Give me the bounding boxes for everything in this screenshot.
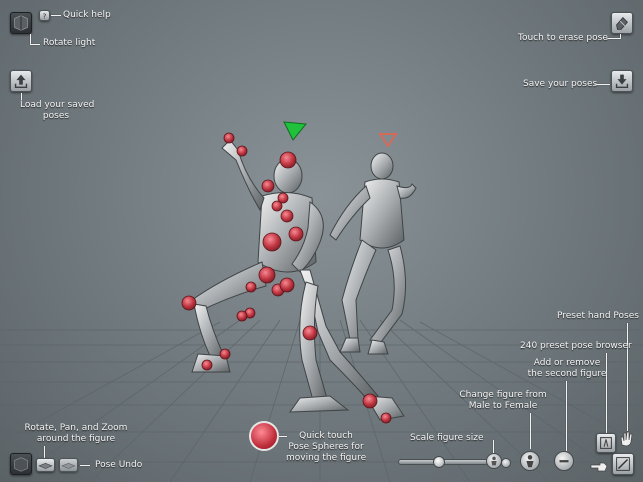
pose-browser-button[interactable]	[596, 433, 616, 453]
rotate-pan-pointer	[44, 446, 45, 458]
rotate-light-button[interactable]	[10, 12, 32, 34]
erase-pose-pointer-h	[606, 38, 621, 39]
save-poses-pointer	[594, 84, 610, 85]
preset-hand-pointer	[627, 323, 628, 431]
preset-hand-label: Preset hand Poses	[557, 311, 639, 321]
light-cube-icon	[14, 15, 28, 31]
hand-icon	[620, 431, 633, 447]
pose-browser-label: 240 preset pose browser	[520, 341, 632, 351]
active-figure-marker	[283, 121, 307, 141]
save-poses-button[interactable]	[611, 70, 633, 92]
pan-button[interactable]	[36, 458, 55, 472]
quick-touch-label-2: Pose Spheres for	[288, 442, 364, 452]
quick-touch-pointer	[279, 436, 287, 437]
scale-figure-icon[interactable]	[486, 453, 502, 469]
hand-left-button[interactable]	[590, 458, 608, 474]
pose-undo-button[interactable]	[59, 458, 78, 472]
camera-mode-button[interactable]	[612, 453, 634, 475]
rotate-pan-label-2: around the figure	[36, 434, 116, 444]
add-remove-figure-button[interactable]	[554, 451, 574, 471]
layers-icon	[38, 463, 53, 469]
erase-pose-pointer-v	[620, 34, 621, 38]
pointing-hand-icon	[590, 462, 608, 472]
main-figure	[191, 139, 405, 421]
quick-help-label: Quick help	[63, 10, 111, 20]
pose-undo-pointer	[80, 465, 90, 466]
hand-poses-button[interactable]	[617, 429, 635, 447]
inactive-figure-marker	[378, 133, 398, 148]
minus-icon	[559, 460, 569, 463]
quick-help-pointer	[51, 15, 61, 16]
change-figure-label-1: Change figure from	[459, 390, 547, 400]
download-arrow-icon	[615, 74, 629, 89]
load-poses-button[interactable]	[10, 70, 32, 92]
question-mark-icon: ?	[43, 11, 47, 20]
camera-cube-icon	[14, 457, 28, 472]
add-remove-label-2: the second figure	[527, 369, 607, 379]
svg-text:?: ?	[43, 11, 47, 20]
pose-spheres	[181, 132, 392, 424]
load-poses-label-2: poses	[42, 111, 70, 121]
scale-size-label: Scale figure size	[410, 433, 484, 443]
load-poses-label-1: Load your saved	[20, 100, 95, 110]
change-figure-pointer	[530, 413, 531, 449]
quick-touch-label-1: Quick touch	[299, 431, 353, 441]
load-poses-pointer	[21, 93, 22, 100]
add-remove-label-1: Add or remove	[533, 358, 601, 368]
rotate-light-label: Rotate light	[43, 38, 96, 48]
eraser-icon	[616, 17, 628, 30]
scale-size-pointer	[493, 440, 494, 453]
save-poses-label: Save your poses	[523, 79, 598, 89]
erase-pose-button[interactable]	[611, 12, 633, 34]
change-figure-button[interactable]	[520, 451, 540, 471]
scale-slider-knob[interactable]	[433, 456, 446, 468]
second-figure	[329, 152, 417, 355]
rotate-pan-label-1: Rotate, Pan, and Zoom	[24, 423, 128, 433]
camera-icon	[616, 457, 630, 471]
undo-icon	[61, 463, 76, 469]
pose-browser-icon	[600, 437, 612, 449]
upload-arrow-icon	[14, 74, 28, 89]
quick-touch-label-3: moving the figure	[286, 453, 367, 463]
add-remove-pointer	[566, 381, 567, 451]
change-figure-label-2: Male to Female	[468, 401, 538, 411]
pose-browser-pointer	[606, 353, 607, 433]
pose-undo-label: Pose Undo	[95, 460, 143, 470]
camera-rotate-button[interactable]	[10, 453, 32, 475]
rotate-light-pointer-h	[30, 44, 40, 45]
erase-pose-label: Touch to erase pose	[518, 33, 608, 43]
quick-touch-sphere[interactable]	[249, 421, 279, 451]
figure-icon	[526, 455, 534, 468]
scale-reset-button[interactable]	[501, 458, 511, 468]
quick-help-button[interactable]: ?	[39, 10, 50, 21]
rotate-light-pointer-v	[30, 34, 31, 44]
